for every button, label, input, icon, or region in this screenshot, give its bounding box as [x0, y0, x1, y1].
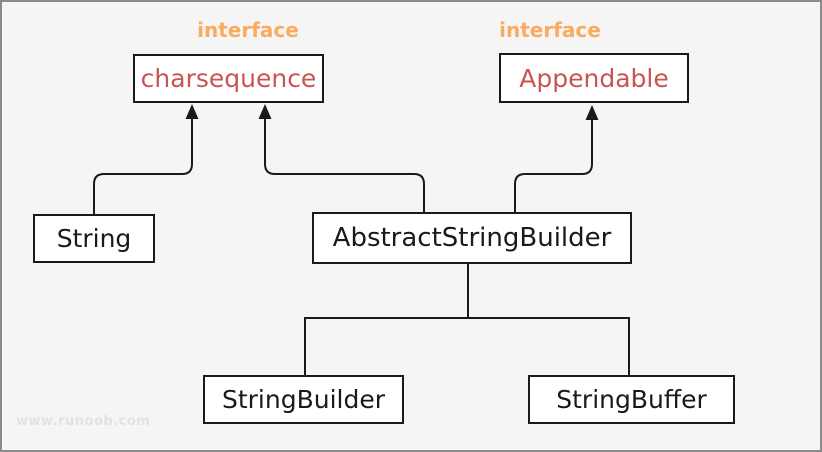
node-appendable-label: Appendable	[519, 63, 669, 93]
edge-abstractstringbuilder-to-children	[304, 264, 630, 375]
node-stringbuilder-label: StringBuilder	[221, 385, 386, 414]
node-stringbuffer: StringBuffer	[528, 375, 735, 424]
edge-abstractstringbuilder-to-appendable	[514, 119, 593, 212]
node-charsequence: charsequence	[133, 54, 324, 103]
node-abstractstringbuilder-label: AbstractStringBuilder	[332, 223, 612, 253]
edge-abstractstringbuilder-to-charsequence	[264, 118, 425, 212]
node-string-label: String	[56, 224, 132, 253]
arrowhead-string-to-charsequence	[185, 104, 199, 119]
interface-stereotype-appendable: interface	[499, 18, 601, 42]
node-charsequence-label: charsequence	[140, 64, 317, 93]
arrowhead-abstractstringbuilder-to-appendable	[585, 105, 599, 120]
arrowhead-abstractstringbuilder-to-charsequence	[258, 104, 272, 119]
node-stringbuffer-label: StringBuffer	[556, 385, 707, 414]
node-abstractstringbuilder: AbstractStringBuilder	[312, 212, 632, 264]
node-string: String	[33, 214, 155, 263]
interface-stereotype-charsequence: interface	[197, 18, 299, 42]
node-appendable: Appendable	[499, 53, 689, 103]
node-stringbuilder: StringBuilder	[203, 375, 404, 424]
edge-string-to-charsequence	[93, 118, 193, 214]
watermark: www.runoob.com	[16, 414, 151, 429]
